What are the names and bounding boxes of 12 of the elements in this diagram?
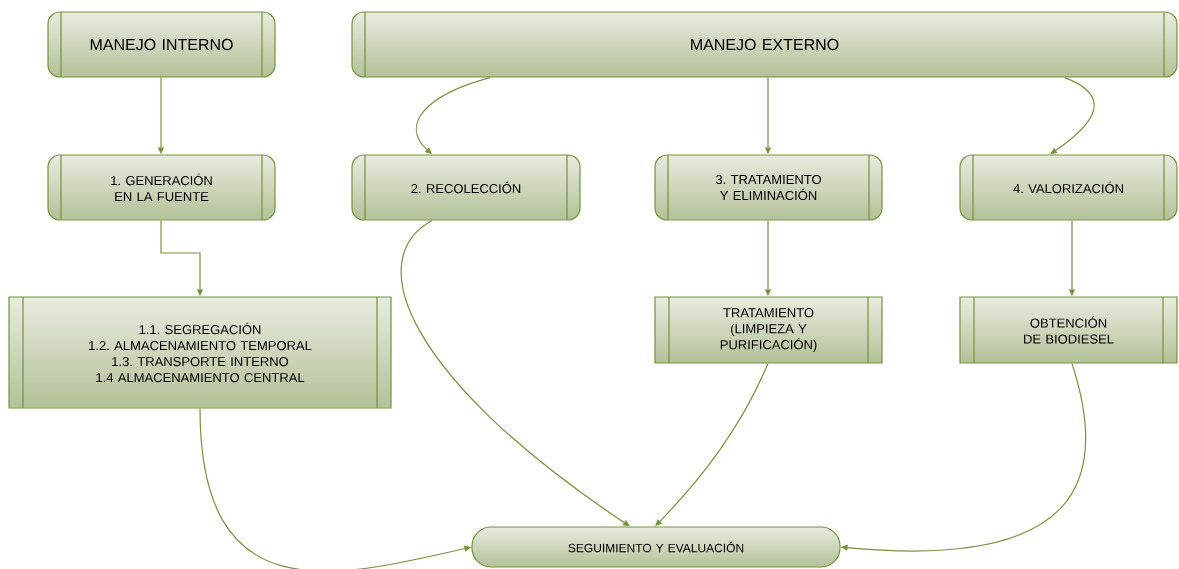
terminal-box: MANEJO EXTERNO [351,11,1178,78]
terminal-box: 3. TRATAMIENTO Y ELIMINACIÓN [654,154,883,221]
arrow [1050,77,1095,155]
terminal-box: 4. VALORIZACIÓN [959,154,1178,221]
terminal-box: MANEJO INTERNO [47,11,276,78]
process-box: TRATAMIENTO (LIMPIEZA Y PURIFICACIÓN) [654,296,883,364]
process-box: 1.1. SEGREGACIÓN 1.2. ALMACENAMIENTO TEMPORAL 1.3. TRANSPORTE INTERNO 1.4 ALMACENAMIENTO CENTRAL [8,296,392,409]
terminal-box: 2. RECOLECCIÓN [351,154,581,221]
arrow [400,220,630,527]
terminal-box: 1. GENERACIÓN EN LA FUENTE [47,154,276,221]
rounded-box: SEGUIMIENTO Y EVALUACIÓN [471,526,841,568]
process-box: OBTENCIÓN DE BIODIESEL [959,296,1178,364]
